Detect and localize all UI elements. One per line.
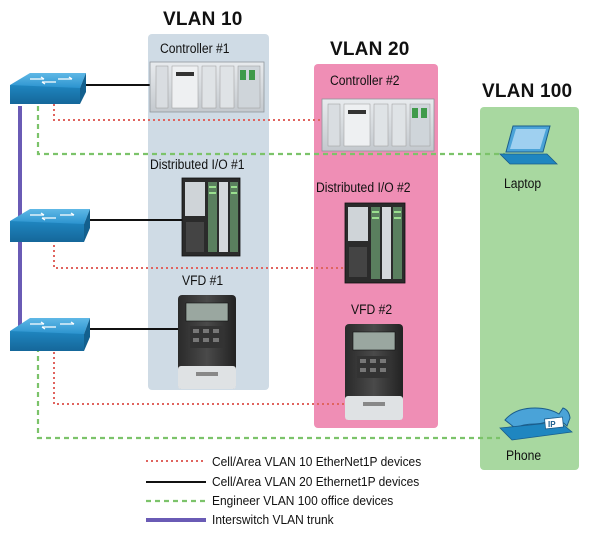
laptop-label: Laptop: [504, 176, 542, 191]
vlan20-links: [82, 84, 182, 330]
distributed-io-1-label: Distributed I/O #1: [150, 157, 245, 172]
controller-2-label: Controller #2: [330, 73, 400, 88]
switch-1[interactable]: [10, 73, 86, 104]
controller-1-device[interactable]: [149, 61, 265, 113]
vlan10-title: VLAN 10: [163, 9, 243, 30]
distributed-io-1-device[interactable]: [181, 177, 241, 257]
vfd-2-label: VFD #2: [351, 302, 393, 317]
switch-2[interactable]: [10, 209, 90, 242]
distributed-io-2-label: Distributed I/O #2: [316, 180, 411, 195]
vlan100-zone: [480, 107, 579, 470]
phone-label: Phone: [506, 448, 542, 463]
vlan100-links: [36, 106, 505, 440]
switch-3[interactable]: [10, 318, 90, 351]
legend-samples: [146, 460, 206, 522]
controller-1-label: Controller #1: [160, 41, 230, 56]
phone-icon[interactable]: IP: [499, 407, 573, 441]
vfd-1-label: VFD #1: [182, 273, 224, 288]
vfd-2-device[interactable]: [345, 324, 403, 420]
phone-screen-text: IP: [548, 420, 556, 429]
legend-label-trunk: Interswitch VLAN trunk: [212, 512, 334, 527]
vfd-1-device[interactable]: [178, 295, 236, 389]
legend-label-vlan100: Engineer VLAN 100 office devices: [212, 493, 394, 508]
legend-label-vlan10: Cell/Area VLAN 10 EtherNet1P devices: [212, 454, 422, 469]
vlan10-links: [53, 104, 345, 405]
vlan100-title: VLAN 100: [482, 81, 573, 102]
vlan20-title: VLAN 20: [330, 39, 410, 60]
controller-2-device[interactable]: [321, 98, 435, 152]
legend-label-vlan20: Cell/Area VLAN 20 Ethernet1P devices: [212, 474, 420, 489]
laptop-icon[interactable]: [499, 125, 558, 165]
distributed-io-2-device[interactable]: [344, 202, 406, 284]
